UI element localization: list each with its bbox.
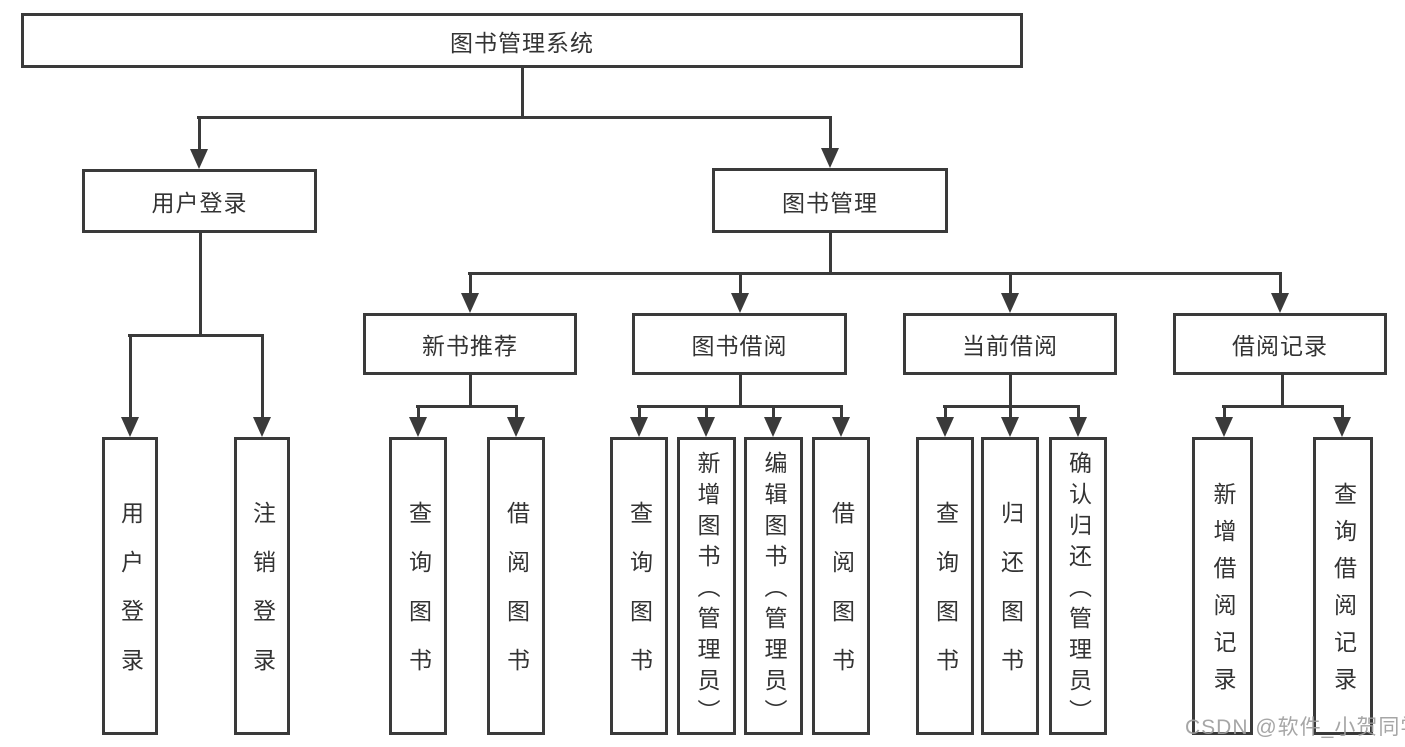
connector-line <box>637 405 843 408</box>
connector-line <box>1009 273 1012 295</box>
node-new-book-recommend: 新书推荐 <box>363 313 577 375</box>
leaf-logout: 注销登录 <box>234 437 290 735</box>
arrow-down-icon <box>253 417 271 437</box>
leaf-return-books: 归还图书 <box>981 437 1039 735</box>
connector-line <box>1281 374 1284 406</box>
arrow-down-icon <box>121 417 139 437</box>
node-user-login: 用户登录 <box>82 169 317 233</box>
connector-line <box>469 373 472 406</box>
connector-line <box>416 405 518 408</box>
arrow-down-icon <box>1271 293 1289 313</box>
leaf-query-books-current: 查询图书 <box>916 437 974 735</box>
connector-line <box>521 68 524 117</box>
arrow-down-icon <box>409 417 427 437</box>
node-borrowing-records: 借阅记录 <box>1173 313 1387 375</box>
connector-line <box>829 233 832 273</box>
node-current-borrowing: 当前借阅 <box>903 313 1117 375</box>
leaf-edit-books-admin: 编辑图书（管理员） <box>744 437 803 735</box>
arrow-down-icon <box>461 293 479 313</box>
node-library-management-system: 图书管理系统 <box>21 13 1023 68</box>
arrow-down-icon <box>1001 293 1019 313</box>
node-book-borrowing: 图书借阅 <box>632 313 847 375</box>
connector-line <box>829 117 832 150</box>
node-book-management: 图书管理 <box>712 168 948 233</box>
arrow-down-icon <box>630 417 648 437</box>
leaf-add-books-admin: 新增图书（管理员） <box>677 437 736 735</box>
arrow-down-icon <box>764 417 782 437</box>
leaf-borrow-books-recommend: 借阅图书 <box>487 437 545 735</box>
csdn-watermark: CSDN @软件_小贺同学 <box>1185 716 1405 739</box>
connector-line <box>1077 406 1080 419</box>
connector-line <box>469 273 472 295</box>
connector-line <box>468 272 1282 275</box>
arrow-down-icon <box>936 417 954 437</box>
arrow-down-icon <box>832 417 850 437</box>
leaf-user-login: 用户登录 <box>102 437 158 735</box>
connector-line <box>198 117 201 151</box>
leaf-query-books-recommend: 查询图书 <box>389 437 447 735</box>
connector-line <box>739 273 742 295</box>
leaf-confirm-return-admin: 确认归还（管理员） <box>1049 437 1107 735</box>
arrow-down-icon <box>697 417 715 437</box>
arrow-down-icon <box>1069 417 1087 437</box>
connector-line <box>1222 405 1344 408</box>
arrow-down-icon <box>821 148 839 168</box>
connector-line <box>840 406 843 419</box>
connector-line <box>129 335 132 419</box>
connector-line <box>197 116 832 119</box>
connector-line <box>128 334 264 337</box>
leaf-add-borrow-record: 新增借阅记录 <box>1192 437 1253 735</box>
connector-line <box>772 406 775 419</box>
connector-line <box>705 406 708 419</box>
arrow-down-icon <box>1001 417 1019 437</box>
connector-line <box>1279 273 1282 295</box>
connector-line <box>944 406 947 419</box>
connector-line <box>417 406 420 419</box>
arrow-down-icon <box>1215 417 1233 437</box>
leaf-borrow-books: 借阅图书 <box>812 437 870 735</box>
connector-line <box>515 406 518 419</box>
connector-line <box>1341 406 1344 419</box>
connector-line <box>199 233 202 335</box>
arrow-down-icon <box>190 149 208 169</box>
connector-line <box>1009 406 1012 419</box>
connector-line <box>739 375 742 406</box>
leaf-query-borrow-record: 查询借阅记录 <box>1313 437 1373 735</box>
connector-line <box>1223 406 1226 419</box>
leaf-query-books-borrowing: 查询图书 <box>610 437 668 735</box>
arrow-down-icon <box>507 417 525 437</box>
connector-line <box>638 406 641 419</box>
arrow-down-icon <box>731 293 749 313</box>
connector-line <box>261 335 264 419</box>
connector-line <box>1009 375 1012 406</box>
arrow-down-icon <box>1333 417 1351 437</box>
